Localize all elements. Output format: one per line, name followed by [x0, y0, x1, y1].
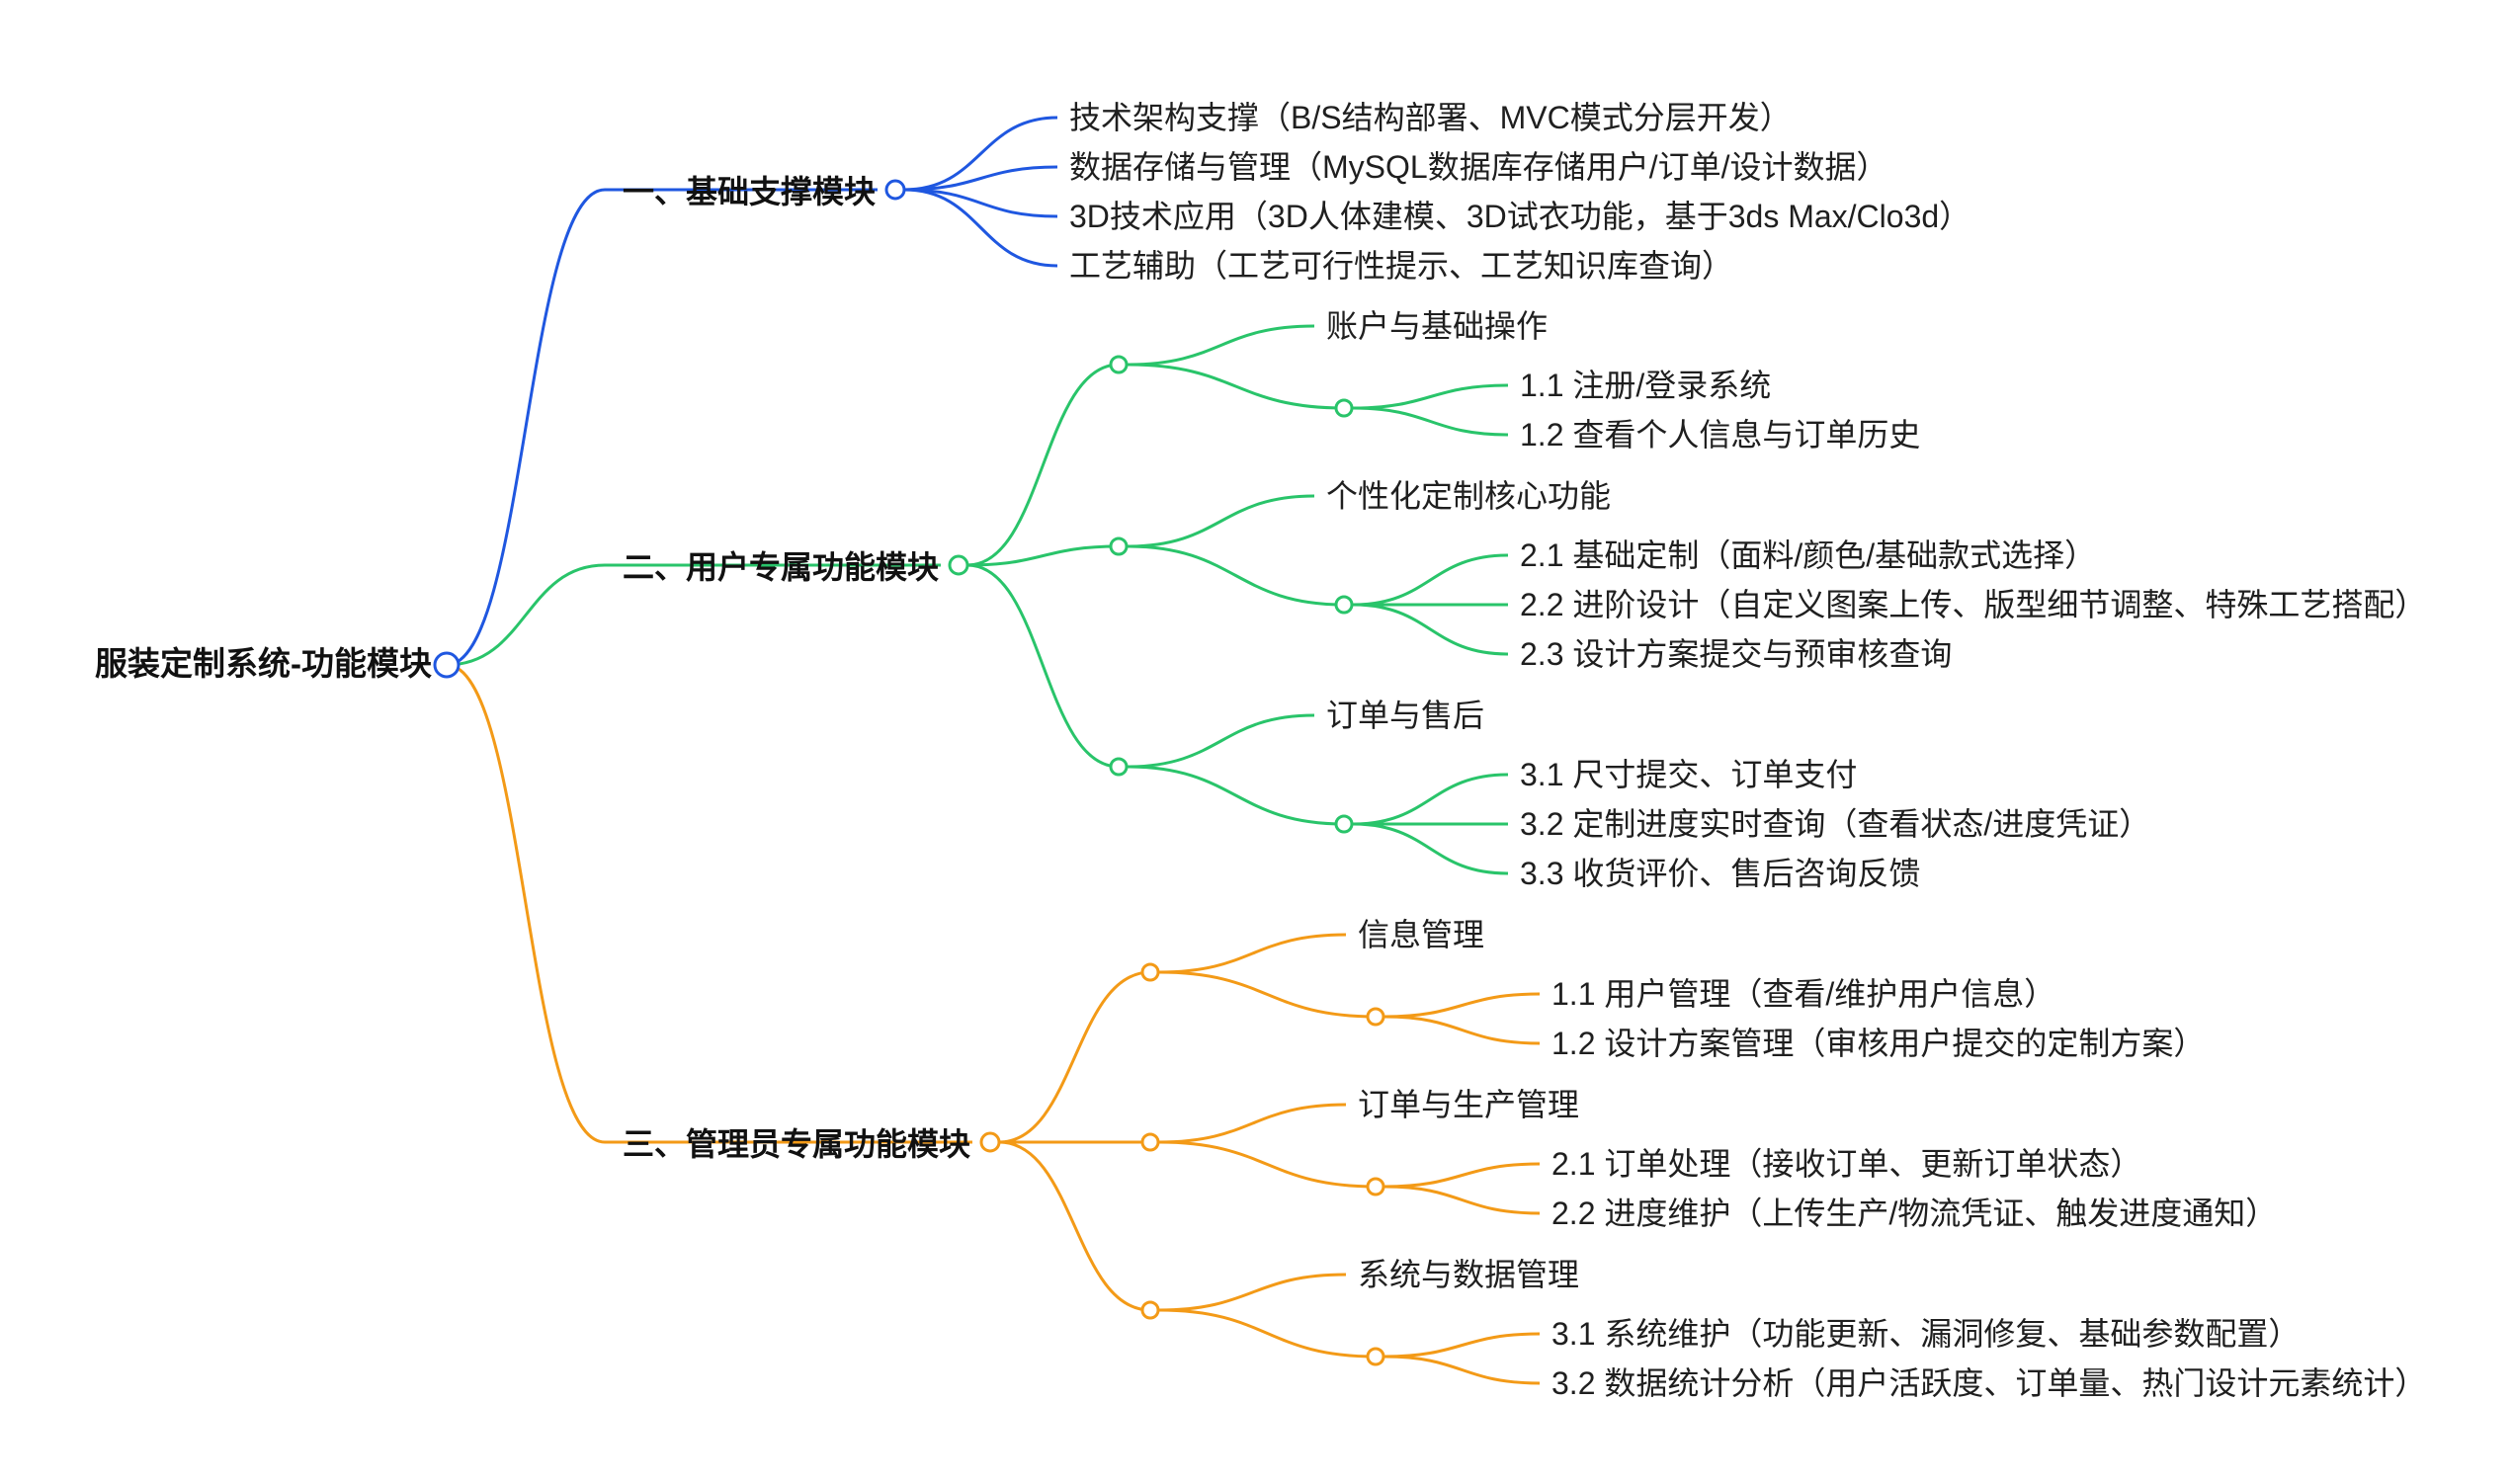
user-group-connector-1 [966, 363, 1120, 567]
user-group-account-label: 账户与基础操作 [1326, 308, 1549, 344]
basic-support-item-craft-aid: 工艺辅助（工艺可行性提示、工艺知识库查询） [1069, 248, 1734, 284]
basic-support-item-data-storage: 数据存储与管理（MySQL数据库存储用户/订单/设计数据） [1069, 149, 1888, 185]
admin-item-connector-3-2 [1383, 1355, 1541, 1385]
admin-group-sub-connector-1 [1158, 970, 1377, 1019]
user-item-connector-1-2 [1352, 406, 1509, 437]
user-custom-item-3: 2.3 设计方案提交与预审核查询 [1520, 636, 1953, 672]
admin-sub-node-2 [1366, 1177, 1385, 1196]
admin-group-node-2 [1140, 1132, 1160, 1152]
user-account-item-1: 1.1 注册/登录系统 [1520, 368, 1772, 403]
admin-item-connector-1-1 [1383, 992, 1541, 1019]
admin-group-sub-connector-2 [1158, 1140, 1377, 1189]
module-admin-label: 三、管理员专属功能模块 [623, 1126, 971, 1162]
admin-order-item-2: 2.2 进度维护（上传生产/物流凭证、触发进度通知） [1551, 1195, 2278, 1231]
user-item-connector-2-3 [1352, 603, 1509, 656]
basic-support-connector-3 [903, 188, 1058, 218]
root-to-module-user-connector [446, 563, 606, 667]
basic-support-connector-4 [903, 188, 1058, 268]
module-user-label: 二、用户专属功能模块 [623, 549, 940, 585]
admin-group-sub-connector-3 [1158, 1308, 1377, 1359]
user-account-item-2: 1.2 查看个人信息与订单历史 [1520, 417, 1921, 453]
admin-group-connector-1 [998, 970, 1151, 1144]
admin-group-label-connector-3 [1158, 1273, 1347, 1312]
admin-group-node-3 [1140, 1300, 1160, 1320]
user-group-custom-label: 个性化定制核心功能 [1326, 478, 1612, 514]
basic-support-connector-2 [903, 165, 1058, 192]
module-user-node [948, 554, 969, 576]
user-group-node-2 [1109, 536, 1129, 556]
admin-group-info-label: 信息管理 [1358, 917, 1485, 952]
admin-item-connector-3-1 [1383, 1332, 1541, 1359]
admin-sub-node-1 [1366, 1007, 1385, 1027]
user-sub-node-1 [1334, 398, 1354, 418]
user-group-label-connector-1 [1127, 324, 1315, 367]
user-group-order-label: 订单与售后 [1326, 698, 1485, 733]
admin-info-item-2: 1.2 设计方案管理（审核用户提交的定制方案） [1551, 1026, 2206, 1061]
module-basic-support-label: 一、基础支撑模块 [623, 174, 877, 209]
user-group-sub-connector-3 [1127, 765, 1345, 826]
admin-item-connector-1-2 [1383, 1015, 1541, 1045]
admin-group-order-label: 订单与生产管理 [1358, 1087, 1580, 1122]
user-sub-node-3 [1334, 814, 1354, 834]
user-group-sub-connector-1 [1127, 363, 1345, 410]
root-label: 服装定制系统-功能模块 [95, 645, 432, 682]
admin-group-connector-3 [998, 1140, 1151, 1312]
admin-group-system-label: 系统与数据管理 [1358, 1257, 1580, 1292]
user-group-connector-2 [966, 544, 1120, 567]
user-custom-item-1: 2.1 基础定制（面料/颜色/基础款式选择） [1520, 537, 2097, 573]
module-admin-node [979, 1131, 1001, 1153]
user-item-connector-3-1 [1352, 773, 1509, 826]
user-order-item-1: 3.1 尺寸提交、订单支付 [1520, 757, 1858, 792]
user-group-label-connector-3 [1127, 713, 1315, 769]
user-group-node-3 [1109, 757, 1129, 777]
user-group-node-1 [1109, 355, 1129, 374]
admin-group-label-connector-1 [1158, 933, 1347, 974]
user-item-connector-1-1 [1352, 383, 1509, 410]
user-order-item-2: 3.2 定制进度实时查询（查看状态/进度凭证） [1520, 806, 2151, 842]
user-group-label-connector-2 [1127, 494, 1315, 548]
module-basic-node [884, 179, 906, 201]
admin-system-item-2: 3.2 数据统计分析（用户活跃度、订单量、热门设计元素统计） [1551, 1365, 2427, 1401]
basic-support-connector-1 [903, 116, 1058, 192]
root-node [433, 651, 461, 679]
admin-sub-node-3 [1366, 1347, 1385, 1366]
admin-item-connector-2-2 [1383, 1185, 1541, 1215]
user-group-connector-3 [966, 563, 1120, 769]
admin-order-item-1: 2.1 订单处理（接收订单、更新订单状态） [1551, 1146, 2142, 1182]
admin-info-item-1: 1.1 用户管理（查看/维护用户信息） [1551, 976, 2056, 1012]
admin-item-connector-2-1 [1383, 1162, 1541, 1189]
root-to-module-basic-connector [446, 188, 606, 667]
user-item-connector-3-3 [1352, 822, 1509, 875]
user-order-item-3: 3.3 收货评价、售后咨询反馈 [1520, 856, 1921, 891]
admin-group-label-connector-2 [1158, 1103, 1347, 1144]
user-group-sub-connector-2 [1127, 544, 1345, 607]
basic-support-item-tech-arch: 技术架构支撑（B/S结构部署、MVC模式分层开发） [1069, 100, 1792, 135]
admin-group-node-1 [1140, 962, 1160, 982]
basic-support-item-3d-tech: 3D技术应用（3D人体建模、3D试衣功能，基于3ds Max/Clo3d） [1069, 199, 1971, 234]
admin-system-item-1: 3.1 系统维护（功能更新、漏洞修复、基础参数配置） [1551, 1316, 2301, 1352]
user-sub-node-2 [1334, 595, 1354, 615]
root-to-module-admin-connector [446, 663, 606, 1144]
user-item-connector-2-1 [1352, 553, 1509, 607]
user-custom-item-2: 2.2 进阶设计（自定义图案上传、版型细节调整、特殊工艺搭配） [1520, 587, 2427, 622]
